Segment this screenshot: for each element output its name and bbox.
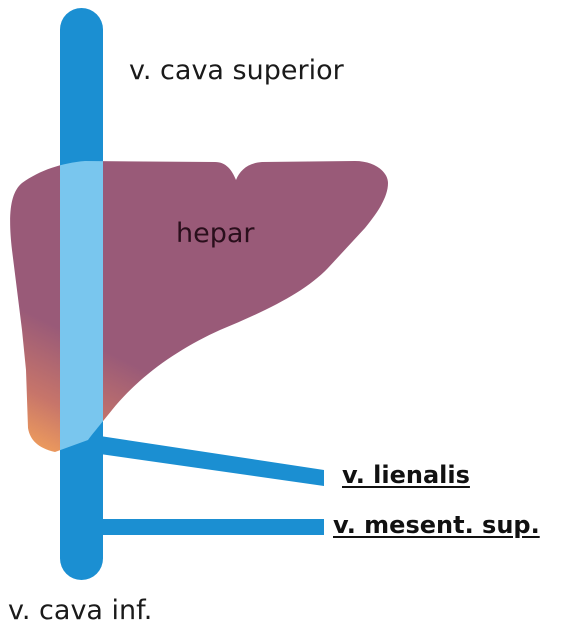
vena-mesenterica-vessel — [100, 519, 324, 535]
label-hepar: hepar — [176, 220, 255, 247]
label-vena-lienalis: v. lienalis — [342, 463, 470, 487]
label-vena-mesenterica-superior: v. mesent. sup. — [333, 513, 540, 537]
label-vena-cava-inferior: v. cava inf. — [8, 597, 152, 624]
label-vena-cava-superior: v. cava superior — [129, 57, 344, 84]
vena-lienalis-vessel — [100, 436, 324, 486]
vena-cava-liver-segment — [60, 150, 103, 460]
